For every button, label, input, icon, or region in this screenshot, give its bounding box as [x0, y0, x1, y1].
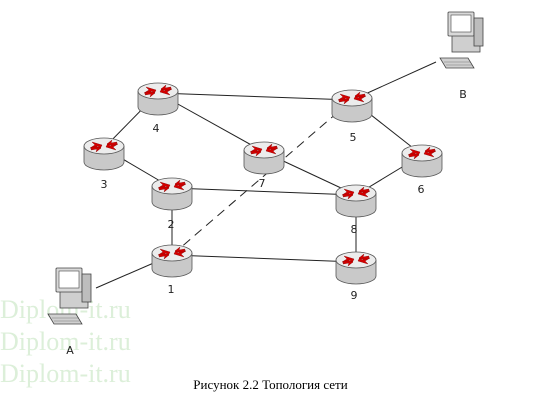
computer-icon: [439, 11, 484, 69]
router-icon: [243, 141, 285, 175]
computer-B: B: [439, 11, 484, 101]
router-1: 1: [151, 244, 193, 296]
router-5: 5: [331, 89, 373, 144]
computer-label-A: A: [66, 344, 74, 357]
router-icon: [137, 82, 179, 116]
router-icon: [401, 144, 443, 178]
computers-group: AB: [47, 11, 484, 357]
watermark-text: Diplom-it.ru: [0, 359, 131, 388]
router-icon: [335, 251, 377, 285]
router-label-3: 3: [101, 178, 108, 191]
link-4-5: [157, 92, 353, 101]
router-label-4: 4: [153, 122, 160, 135]
router-label-2: 2: [168, 218, 175, 231]
router-2: 2: [151, 177, 193, 231]
link-1-9: [171, 254, 357, 263]
computer-label-B: B: [459, 88, 467, 101]
router-6: 6: [401, 144, 443, 196]
router-icon: [83, 137, 125, 171]
router-label-7: 7: [259, 177, 266, 190]
router-label-8: 8: [351, 223, 358, 236]
router-label-5: 5: [350, 131, 357, 144]
router-8: 8: [335, 184, 377, 236]
figure-caption: Рисунок 2.2 Топология сети: [193, 377, 348, 392]
router-icon: [331, 89, 373, 123]
router-label-6: 6: [418, 183, 425, 196]
link-2-8: [171, 187, 357, 196]
router-label-1: 1: [168, 283, 175, 296]
routers-group: 1 2 3 4 5 6 7 8 9: [83, 82, 443, 302]
link-1-5: [171, 99, 353, 256]
computer-A: A: [47, 267, 92, 357]
watermark-text: Diplom-it.ru: [0, 327, 131, 356]
router-icon: [151, 244, 193, 278]
router-3: 3: [83, 137, 125, 191]
router-label-9: 9: [351, 289, 358, 302]
router-9: 9: [335, 251, 377, 302]
router-icon: [335, 184, 377, 218]
router-4: 4: [137, 82, 179, 135]
router-7: 7: [243, 141, 285, 190]
router-icon: [151, 177, 193, 211]
